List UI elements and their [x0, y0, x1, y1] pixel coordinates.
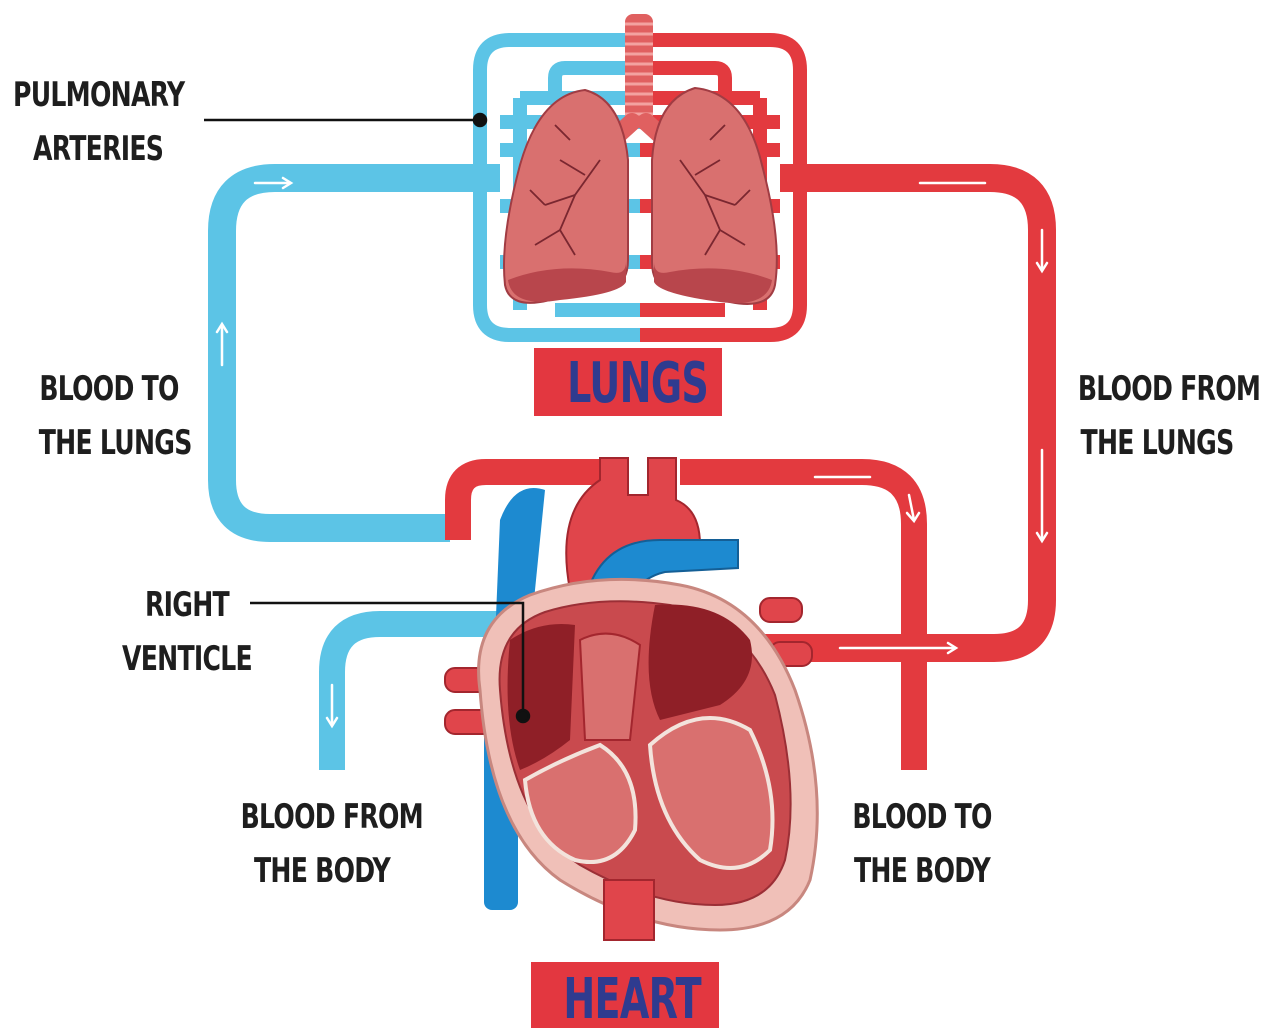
label-blood-from-body: BLOOD FROM THE BODY: [241, 790, 404, 898]
septum-valve: [580, 634, 640, 740]
label-right-ventricle: RIGHT VENTICLE: [117, 578, 258, 686]
heart-title: HEART: [531, 962, 719, 1028]
label-blood-to-body: BLOOD TO THE BODY: [848, 790, 996, 898]
heart: [445, 458, 817, 940]
descending-aorta: [604, 880, 654, 940]
label-blood-from-lungs: BLOOD FROM THE LUNGS: [1078, 362, 1236, 470]
label-pulmonary-arteries: PULMONARY ARTERIES: [13, 68, 184, 176]
lungs-title: LUNGS: [534, 348, 722, 416]
label-blood-to-lungs: BLOOD TO THE LUNGS: [39, 362, 180, 470]
